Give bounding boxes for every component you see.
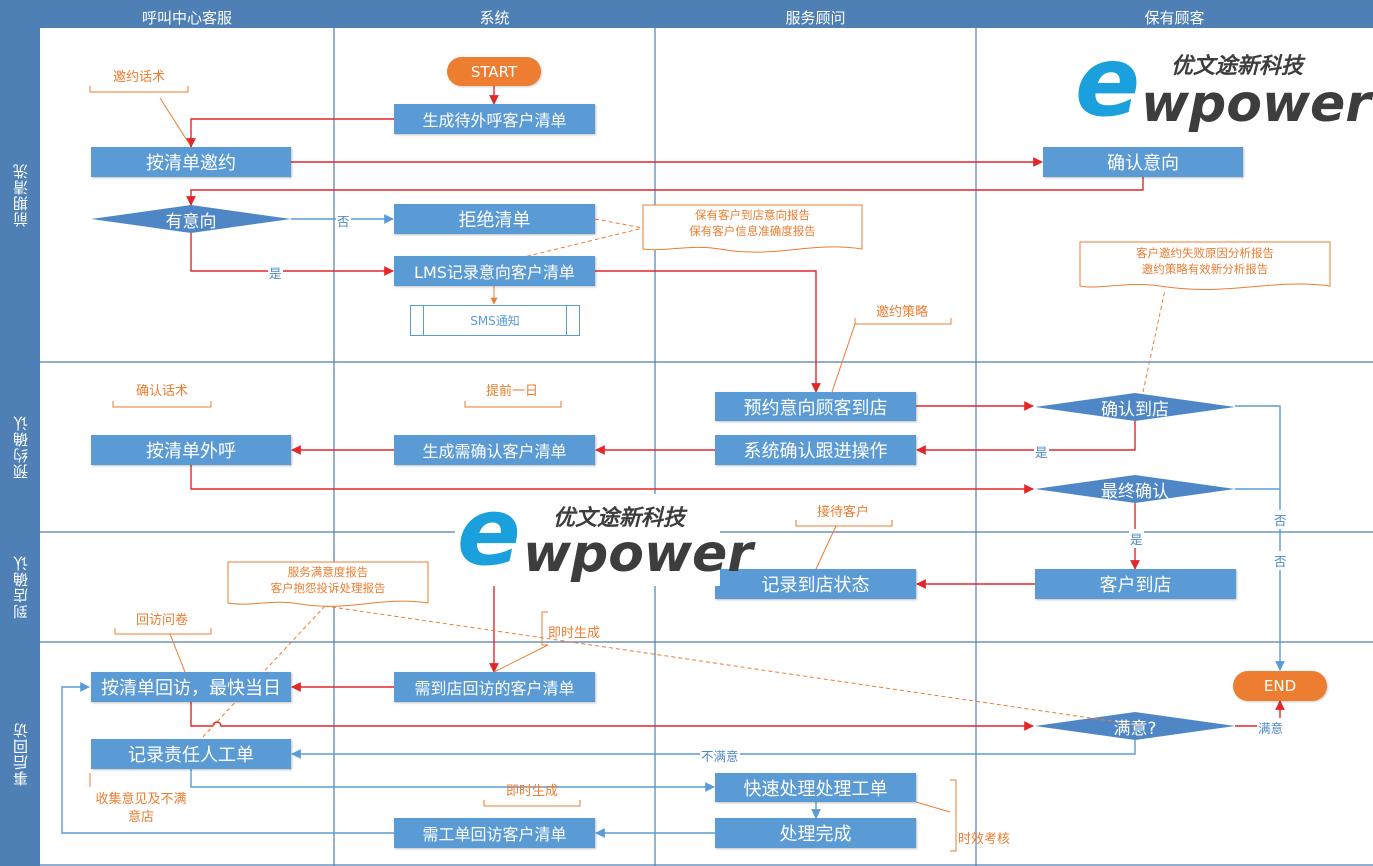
report-satisfaction: 服务满意度报告 客户抱怨投诉处理报告	[228, 564, 428, 596]
note-reception: 接待客户	[817, 505, 870, 520]
report-store-intent: 保有客户到店意向报告 保有客户信息准确度报告	[643, 207, 862, 239]
note-one-day-ahead: 提前一日	[486, 384, 539, 399]
process-record-ticket: 记录责任人工单	[91, 739, 291, 769]
decision-final-confirm: 最终确认	[1101, 481, 1169, 502]
ewpower-logo-center: 优文途新科技 e wpower	[455, 486, 753, 586]
lane-label-precleaning: 前期清洗	[0, 28, 40, 362]
process-revisit-list: 需到店回访的客户清单	[394, 672, 595, 702]
report-invite-fail-line-2: 邀约策略有效新分析报告	[1141, 262, 1269, 276]
report-invite-fail: 客户邀约失败原因分析报告 邀约策略有效新分析报告	[1080, 245, 1330, 277]
decision-final-confirm-shape	[1035, 475, 1235, 503]
process-lms-record: LMS记录意向客户清单	[394, 256, 595, 286]
column-separators	[333, 0, 977, 866]
decision-has-intent: 有意向	[165, 211, 217, 232]
column-header-callcenter: 呼叫中心客服	[141, 9, 232, 27]
note-invite-strategy: 邀约策略	[876, 305, 929, 320]
lane-label-followup-text: 事后回访	[11, 721, 30, 786]
column-header-advisor: 服务顾问	[785, 9, 846, 27]
report-store-intent-line-2: 保有客户信息准确度报告	[689, 224, 816, 238]
note-instant-gen-1: 即时生成	[548, 626, 601, 641]
process-book-customer: 预约意向顾客到店	[715, 392, 916, 421]
process-done: 处理完成	[715, 818, 916, 848]
column-header-bar	[0, 0, 1373, 28]
logo-center-wordmark: wpower	[523, 524, 753, 584]
edge-label-yes-lms: 是	[268, 263, 283, 282]
process-revisit-by-list: 按清单回访，最快当日	[91, 672, 291, 702]
note-confirm-script: 确认话术	[136, 384, 189, 399]
lane-label-column	[0, 28, 40, 866]
process-reject-list: 拒绝清单	[394, 204, 595, 234]
process-record-arrival: 记录到店状态	[715, 569, 916, 599]
blue-flow-connectors	[61, 214, 1285, 838]
process-call-by-list: 按清单外呼	[91, 435, 291, 465]
note-invite-script: 邀约话术	[113, 70, 166, 85]
note-collect-opinion: 收集意见及不满意店	[95, 792, 187, 825]
note-instant-gen-2: 即时生成	[506, 784, 559, 799]
process-sms-notify: SMS通知	[410, 305, 580, 336]
logo-center-e-glyph: e	[457, 478, 521, 587]
edge-label-no-store: 否	[1273, 551, 1288, 570]
column-header-customer: 保有顾客	[1144, 9, 1205, 27]
report-satisfaction-line-1: 服务满意度报告	[287, 565, 369, 579]
process-confirm-intent: 确认意向	[1043, 147, 1243, 177]
decision-has-intent-shape	[91, 205, 291, 233]
process-gen-confirm-list: 生成需确认客户清单	[394, 435, 595, 465]
logo-top-wordmark: wpower	[1141, 74, 1371, 134]
ewpower-logo-top: 优文途新科技 e wpower	[1073, 34, 1371, 140]
logo-center-cn-text: 优文途新科技	[553, 506, 686, 531]
report-store-intent-line-1: 保有客户到店意向报告	[695, 208, 810, 222]
lane-label-appointment-text: 预约确认	[11, 415, 30, 479]
orange-connectors	[89, 86, 1166, 852]
lane-label-appointment: 预约确认	[0, 362, 40, 532]
decision-satisfied-shape	[1035, 712, 1235, 740]
lane-label-precleaning-text: 前期清洗	[11, 163, 30, 227]
edge-label-no-final: 否	[1273, 510, 1288, 529]
logo-top-cn-text: 优文途新科技	[1171, 54, 1304, 79]
logo-top-e-glyph: e	[1075, 26, 1141, 138]
note-revisit-survey: 回访问卷	[136, 613, 189, 628]
end-terminal: END	[1233, 671, 1327, 701]
edge-label-no-reject: 否	[336, 211, 351, 230]
report-satisfaction-line-2: 客户抱怨投诉处理报告	[270, 581, 386, 595]
process-customer-arrival: 客户到店	[1035, 569, 1236, 599]
decision-confirm-store: 确认到店	[1101, 399, 1169, 420]
decision-confirm-store-shape	[1035, 393, 1235, 421]
edge-label-not-satisfied: 不满意	[700, 746, 740, 765]
edge-label-yes-confirm: 是	[1034, 442, 1049, 461]
decision-satisfied: 满意?	[1113, 718, 1157, 739]
column-header-system: 系统	[479, 9, 510, 27]
edge-label-satisfied: 满意	[1257, 718, 1285, 737]
process-ticket-revisit-list: 需工单回访客户清单	[394, 818, 595, 848]
process-quick-process: 快速处理处理工单	[715, 773, 916, 802]
process-system-followup: 系统确认跟进操作	[715, 435, 916, 465]
lane-label-followup: 事后回访	[0, 642, 40, 865]
report-doc-shapes	[227, 204, 1331, 607]
edge-label-yes-final: 是	[1129, 529, 1144, 548]
note-timeliness: 时效考核	[958, 832, 1011, 847]
lane-label-arrival-text: 到店确认	[11, 555, 30, 619]
process-invite-by-list: 按清单邀约	[91, 147, 291, 177]
lane-separators	[0, 361, 1373, 866]
process-gen-list: 生成待外呼客户清单	[394, 104, 595, 134]
start-terminal: START	[447, 57, 541, 86]
report-invite-fail-line-1: 客户邀约失败原因分析报告	[1136, 246, 1274, 260]
lane-label-arrival: 到店确认	[0, 532, 40, 642]
